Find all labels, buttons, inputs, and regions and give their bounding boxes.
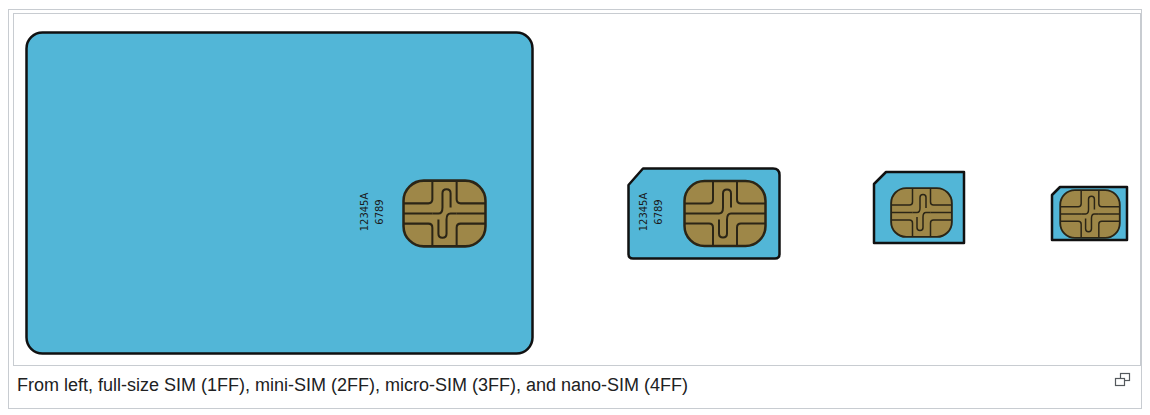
serial-number: 6789 [375,199,385,224]
outer-border [9,10,1142,409]
serial-number: 12345A [360,193,370,232]
micro-sim-card [874,172,964,243]
figure-caption: From left, full-size SIM (1FF), mini-SIM… [17,375,688,396]
image-border [14,14,1141,366]
nano-sim-card [1052,187,1127,240]
serial-number: 12345A [639,193,649,232]
expand-icon [1116,374,1130,386]
full-size-sim-card: 12345A 6789 [25,31,534,355]
mini-sim-card: 12345A 6789 [627,167,781,260]
card-outline [627,167,781,260]
serial-number: 6789 [654,199,664,224]
card-outline [25,31,534,355]
